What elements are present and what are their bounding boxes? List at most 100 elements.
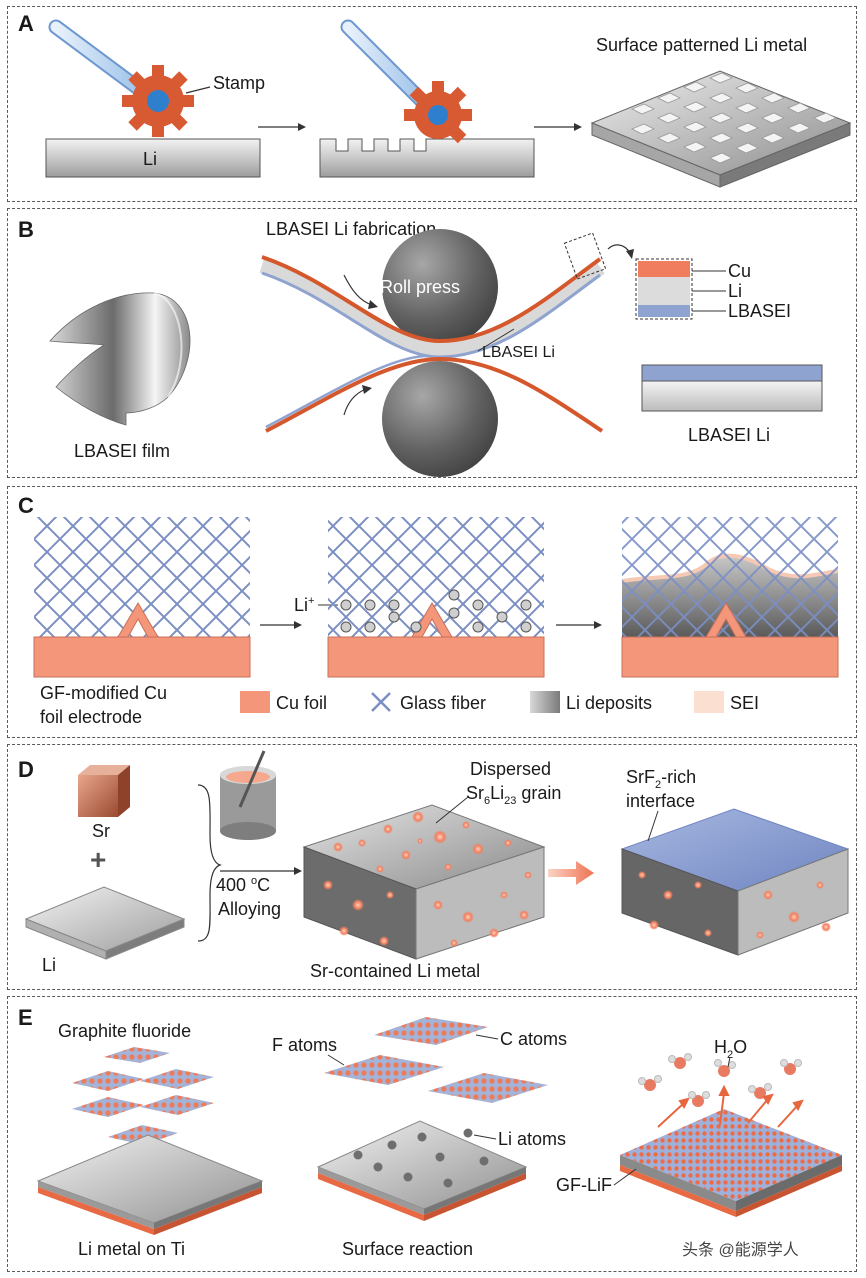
crucible-icon [220,750,276,840]
cu-layer [261,255,602,344]
interface-label: SrF [626,767,655,787]
brace [197,784,222,942]
cu-label: Cu [728,261,751,281]
title-label: LBASEI Li fabrication [266,219,436,239]
li-slab [45,138,261,178]
li-atoms [353,1128,489,1188]
c-atoms-label: C atoms [500,1029,567,1049]
panel-label: C [18,493,34,518]
gf-lif-slab [620,1109,842,1217]
stamp-label: Stamp [213,73,265,93]
legend-li-deposits-swatch [530,691,560,713]
lbasei-layer [261,271,601,359]
svg-text:SrF2-rich: SrF2-rich [626,767,696,791]
panel-a: A Li Stamp [7,6,857,202]
panel-e: E Graphite fluoride Li metal on Ti F ato… [7,996,857,1272]
top-roller [382,229,498,345]
li-on-ti-slab [316,1120,528,1221]
gf-label: Graphite fluoride [58,1021,191,1041]
product2-label: LBASEI Li [688,425,770,445]
patterned-li-plate [590,70,852,188]
alloying-label: Alloying [218,899,281,919]
grain-label: Sr [466,783,484,803]
layer-stack-inset [635,258,693,320]
rotation-arrow-icon [343,388,367,416]
lbasei-label: LBASEI [728,301,791,321]
li-label: Li [728,281,742,301]
zoom-box [563,232,607,280]
legend-cu: Cu foil [276,693,327,713]
li-on-ti-slab [36,1134,264,1235]
electrode-label-line1: GF-modified Cu [40,683,167,703]
legend-glass-fiber: Glass fiber [400,693,486,713]
legend-li-deposits: Li deposits [566,693,652,713]
graphite-fluoride-sheets [324,1017,548,1103]
water-label: H [714,1037,727,1057]
cu-foil [327,636,545,678]
panel-d-figure: D Sr + Li 400 oC Alloying [18,750,850,981]
panel-a-figure: A Li Stamp [18,11,852,188]
li-strip [259,257,605,358]
graphite-fluoride-sheets [72,1047,214,1145]
repel-arrows [657,1084,804,1128]
svg-text:H2O: H2O [714,1037,747,1061]
bottom-roller [382,361,498,477]
process-arrow-icon [548,861,594,885]
legend-glass-fiber-icon [371,692,391,712]
legend-cu-swatch [240,691,270,713]
dispersed-label: Dispersed [470,759,551,779]
sr-li-block [302,804,546,960]
sr-cube-icon [78,765,130,817]
gflif-label: GF-LiF [556,1175,612,1195]
cu-tip [411,602,453,638]
svg-text:400 oC: 400 oC [216,875,270,895]
li-label: Li [143,149,157,169]
f-atoms-label: F atoms [272,1035,337,1055]
li-atoms-label: Li atoms [498,1129,566,1149]
cu-foil [265,356,604,433]
roll-label: Roll press [380,277,460,297]
sr6li23-grains [638,871,831,939]
film-label: LBASEI film [74,441,170,461]
panel-d: D Sr + Li 400 oC Alloying [7,744,857,990]
panel-c: C GF-modified Cu foil electrode Li+ Cu f… [7,486,857,738]
result-label: Surface patterned Li metal [596,35,807,55]
caption1: Li metal on Ti [78,1239,185,1259]
stamp-icon [48,19,194,137]
legend-sei-swatch [694,691,724,713]
panel-label: D [18,757,34,782]
panel-c-figure: C GF-modified Cu foil electrode Li+ Cu f… [18,493,839,727]
lbasei-film-icon [49,292,191,426]
water-molecules [638,1053,802,1107]
sr-label: Sr [92,821,110,841]
electrode-label-line2: foil electrode [40,707,142,727]
legend-sei: SEI [730,693,759,713]
product-label: LBASEI Li [482,344,555,361]
patterned-li-slab [319,138,535,178]
srf2-li-block [620,808,850,956]
svg-text:Li+: Li+ [294,595,314,615]
svg-text:Sr6Li23 grain: Sr6Li23 grain [466,783,561,807]
sr6li23-grains [323,811,532,947]
panel-label: E [18,1005,33,1030]
stamp-icon [340,19,472,144]
li-plate-icon [24,886,186,960]
panel-e-figure: E Graphite fluoride Li metal on Ti F ato… [18,1005,842,1259]
panel-b-figure: B LBASEI Li fabrication LBASEI film Roll… [18,217,823,477]
cu-tip [117,602,159,638]
rotation-arrow-icon [343,274,373,306]
panel-b: B LBASEI Li fabrication LBASEI film Roll… [7,208,857,478]
watermark: 头条 @能源学人 [682,1241,799,1259]
product-label: Sr-contained Li metal [310,961,480,981]
panel-label: A [18,11,34,36]
cu-tip [705,602,747,638]
cu-foil [621,636,839,678]
interface-label-line2: interface [626,791,695,811]
panel-label: B [18,217,34,242]
li-ion-label: Li [294,595,308,615]
caption2: Surface reaction [342,1239,473,1259]
lbasei-li-slab [641,364,823,412]
temp-label: 400 [216,875,251,895]
li-ions [340,589,532,633]
plus-icon: + [90,844,106,875]
